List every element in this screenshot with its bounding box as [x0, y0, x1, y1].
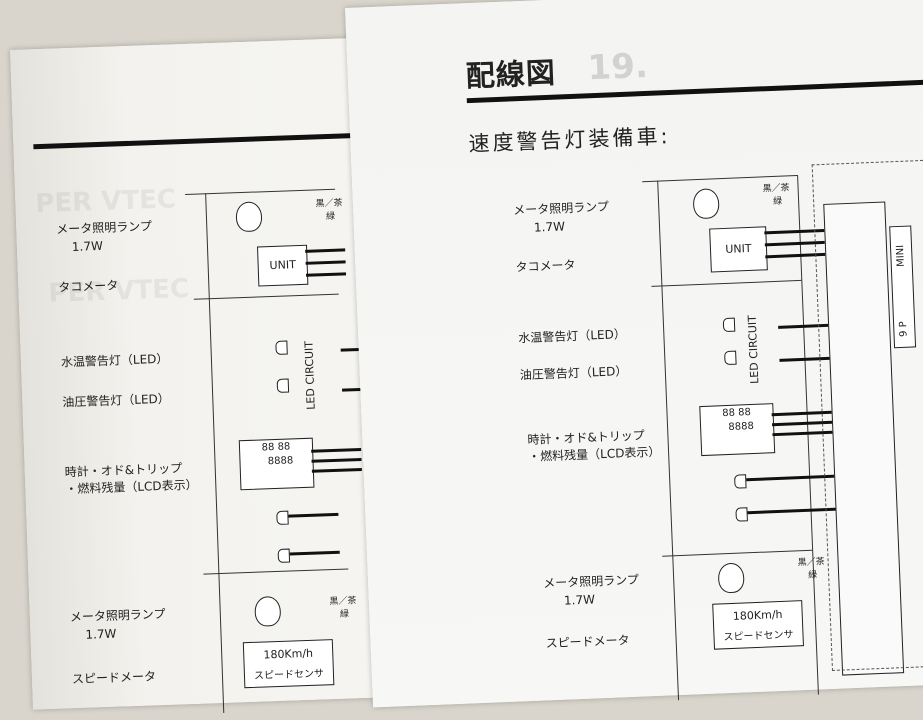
meter-frame-divider	[662, 550, 812, 557]
unit-label: UNIT	[258, 258, 306, 273]
wire-label-green: 緑	[808, 568, 818, 581]
page-subtitle: 速度警告灯装備車:	[468, 120, 671, 158]
bulb-icon	[235, 201, 262, 232]
wire-label-black-brown: 黒／茶	[315, 195, 342, 209]
led-circuit-label: LED CIRCUIT	[302, 341, 317, 410]
wire-label-green: 緑	[326, 209, 335, 222]
led-icon	[277, 378, 289, 392]
wire	[305, 248, 345, 252]
label-oil-pressure-led: 油圧警告灯（LED）	[62, 390, 170, 411]
meter-frame-left	[205, 193, 224, 713]
lcd-display-box: 88 88 8888	[239, 438, 315, 491]
label-meter-lamp: メータ照明ランプ	[513, 198, 609, 219]
meter-frame-divider	[194, 294, 339, 300]
wire-label-black-brown: 黒／茶	[329, 593, 356, 607]
header-rule	[33, 132, 393, 150]
lcd-digits: 88 88	[240, 441, 312, 455]
label-tachometer: タコメータ	[515, 256, 576, 275]
wire	[311, 458, 361, 463]
speed-sensor-label: スピードセンサ	[245, 664, 333, 682]
label-wattage: 1.7W	[564, 592, 595, 607]
label-wattage: 1.7W	[534, 219, 565, 234]
wire	[748, 508, 838, 515]
unit-label: UNIT	[711, 241, 766, 256]
page-title: 配線図	[465, 50, 557, 96]
harness-dashed-boundary	[812, 159, 923, 671]
meter-frame-divider	[651, 280, 801, 287]
wire	[288, 513, 338, 518]
lcd-digits: 88 88	[700, 406, 772, 420]
meter-frame-top	[185, 189, 335, 195]
wire	[290, 551, 340, 556]
label-speedometer: スピードメータ	[545, 631, 630, 651]
led-icon	[734, 474, 747, 488]
show-through-title: 19.	[587, 46, 649, 88]
speed-sensor-rating: 180Km/h	[713, 607, 801, 624]
meter-frame-divider	[203, 569, 348, 575]
meter-frame-left	[657, 181, 679, 701]
wire	[746, 475, 836, 482]
label-meter-lamp: メータ照明ランプ	[56, 217, 152, 237]
lcd-display-box: 88 88 8888	[699, 403, 775, 456]
unit-box: UNIT	[709, 226, 768, 272]
label-wattage: 1.7W	[72, 239, 103, 254]
led-icon	[723, 318, 736, 332]
bulb-icon	[718, 562, 745, 593]
wire-label-green: 緑	[773, 194, 783, 207]
wire	[311, 448, 361, 453]
show-through-text: PER VTEC	[35, 184, 177, 219]
led-icon	[275, 340, 287, 354]
led-icon	[724, 351, 737, 365]
bulb-icon	[693, 188, 720, 219]
wire	[312, 468, 362, 473]
led-circuit-label: LED CIRCUIT	[746, 315, 762, 384]
label-water-temp-led: 水温警告灯（LED）	[518, 325, 626, 346]
speed-sensor-rating: 180Km/h	[244, 646, 332, 662]
label-oil-pressure-led: 油圧警告灯（LED）	[520, 362, 628, 383]
wire	[306, 260, 346, 264]
lcd-digits: 8888	[250, 455, 310, 468]
wire-label-green: 緑	[340, 607, 349, 620]
label-speedometer: スピードメータ	[72, 667, 157, 687]
led-icon	[735, 507, 748, 521]
wire	[306, 272, 346, 276]
lcd-digits: 8888	[711, 420, 771, 433]
label-tachometer: タコメータ	[58, 276, 119, 295]
speed-sensor-label: スピードセンサ	[714, 625, 803, 644]
label-wattage: 1.7W	[85, 627, 116, 642]
speed-sensor-box: 180Km/h スピードセンサ	[712, 600, 804, 650]
wire-label-black-brown: 黒／茶	[762, 180, 790, 194]
label-meter-lamp: メータ照明ランプ	[543, 571, 639, 592]
bulb-icon	[254, 596, 281, 627]
label-meter-lamp: メータ照明ランプ	[70, 605, 166, 625]
label-fuel-lcd: ・燃料残量（LCD表示）	[65, 476, 198, 498]
right-page: 19. 配線図 速度警告灯装備車: メータ照明ランプ 1.7W タコメータ 水温…	[345, 0, 923, 707]
wire-label-black-brown: 黒／茶	[797, 554, 825, 568]
speed-sensor-box: 180Km/h スピードセンサ	[243, 639, 335, 688]
led-icon	[278, 549, 290, 563]
label-water-temp-led: 水温警告灯（LED）	[61, 350, 169, 371]
led-icon	[276, 511, 288, 525]
unit-box: UNIT	[257, 245, 308, 287]
